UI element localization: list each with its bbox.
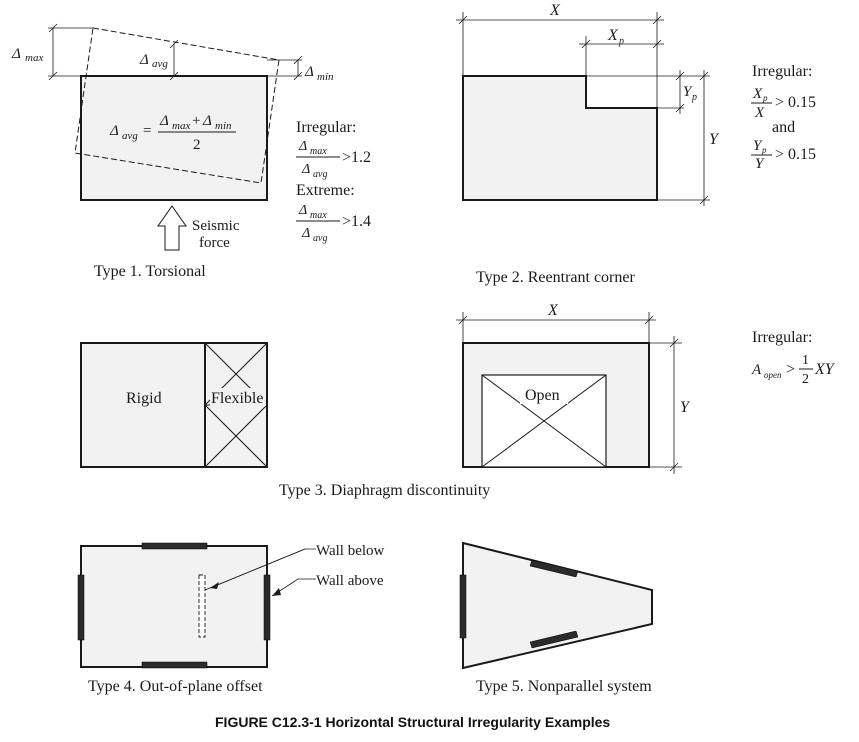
type4-offset-panel: Wall below Wall above Type 4. Out-of-pla… <box>77 542 385 695</box>
type5-wall-bottom <box>529 630 579 649</box>
type3-half-denominator: 2 <box>802 372 809 387</box>
type5-nonparallel-panel: Type 5. Nonparallel system <box>459 541 653 695</box>
formula-num-b-subscript: min <box>215 120 232 132</box>
type2-floor-plan <box>462 75 658 201</box>
type1-irr-den-subscript: avg <box>313 169 327 180</box>
type1-irregular-value: >1.2 <box>342 149 371 166</box>
type5-wall-top <box>529 559 579 578</box>
type2-reentrant-panel: X X p Y p Y Irregular: X p X > 0.15 and … <box>456 2 816 286</box>
type1-floor-plan <box>80 75 268 201</box>
type3-diaphragm-panel: Rigid Flexible Open X Y Irregular: A ope… <box>80 302 836 499</box>
type2-ratio2-value: > 0.15 <box>775 146 816 163</box>
type4-wall-bottom <box>141 661 208 669</box>
type2-ratio2-num-subscript: p <box>761 145 767 155</box>
type4-wall-above-label: Wall above <box>316 573 384 589</box>
type1-ext-num-symbol: Δ <box>298 203 307 218</box>
formula-num-b-symbol: Δ <box>202 113 212 129</box>
delta-avg-symbol: Δ <box>139 52 149 68</box>
type2-y-label: Y <box>709 131 720 148</box>
type3-xy: XY <box>814 361 836 378</box>
delta-avg-subscript: avg <box>152 58 168 70</box>
type2-irregular-label: Irregular: <box>752 63 812 80</box>
formula-lhs-symbol: Δ <box>109 123 119 139</box>
type1-extreme-label: Extreme: <box>296 182 355 199</box>
type3-rigid-label: Rigid <box>126 390 162 407</box>
type3-caption: Type 3. Diaphragm discontinuity <box>279 482 490 499</box>
type2-xp-subscript: p <box>618 36 624 47</box>
type2-ratio1-value: > 0.15 <box>775 94 816 111</box>
type4-wall-left <box>77 574 85 641</box>
type4-wall-right <box>263 574 271 641</box>
type2-ratio1-den: X <box>754 105 765 121</box>
formula-num-a-subscript: max <box>172 120 190 132</box>
type1-irregular-label: Irregular: <box>296 119 356 136</box>
type1-irr-num-subscript: max <box>310 146 327 157</box>
formula-lhs-subscript: avg <box>122 130 138 142</box>
type1-ext-den-symbol: Δ <box>301 226 310 241</box>
type2-x-label: X <box>549 2 561 19</box>
type2-yp-label: Y <box>683 84 693 100</box>
seismic-label-line2: force <box>199 235 230 251</box>
figure-caption: FIGURE C12.3-1 Horizontal Structural Irr… <box>215 714 610 730</box>
type4-wall-below-label: Wall below <box>316 543 385 559</box>
type1-caption: Type 1. Torsional <box>94 263 206 280</box>
type3-open-label: Open <box>525 387 560 404</box>
formula-num-a-symbol: Δ <box>159 113 169 129</box>
seismic-label-line1: Seismic <box>192 218 240 234</box>
type1-ext-num-subscript: max <box>310 210 327 221</box>
type3-x-label: X <box>547 302 559 319</box>
type5-wall-left <box>459 574 467 639</box>
type1-ext-den-subscript: avg <box>313 233 327 244</box>
delta-min-symbol: Δ <box>304 64 314 80</box>
type3-rigid-diaphragm <box>80 342 206 468</box>
type5-floor-plan <box>462 541 653 670</box>
formula-equals: = <box>143 123 151 139</box>
type4-wall-below-outline <box>198 574 206 638</box>
type2-yp-subscript: p <box>691 92 697 103</box>
delta-max-subscript: max <box>25 52 43 64</box>
type1-torsional-panel: Δ max Δ avg Δ min Δ avg = Δ max + Δ min … <box>11 23 371 280</box>
type2-ratio2-den: Y <box>755 156 765 172</box>
type5-caption: Type 5. Nonparallel system <box>476 678 652 695</box>
type2-caption: Type 2. Reentrant corner <box>476 269 635 286</box>
type1-irr-den-symbol: Δ <box>301 162 310 177</box>
type3-a-open-symbol: A <box>751 362 762 378</box>
type4-floor-plan <box>80 545 268 668</box>
type1-displaced-outline <box>74 27 280 184</box>
type2-ratio1-num-symbol: X <box>752 86 763 102</box>
type4-wall-top <box>141 542 208 550</box>
formula-denominator: 2 <box>193 137 201 153</box>
delta-min-subscript: min <box>317 71 334 83</box>
type3-y-label: Y <box>680 399 691 416</box>
formula-plus: + <box>192 113 200 129</box>
type3-irregular-label: Irregular: <box>752 329 812 346</box>
type3-flexible-label: Flexible <box>211 390 263 407</box>
type2-xp-label: X <box>607 27 619 44</box>
type4-caption: Type 4. Out-of-plane offset <box>88 678 263 695</box>
type3-half-numerator: 1 <box>802 353 809 368</box>
type2-and-label: and <box>772 119 795 136</box>
delta-max-symbol: Δ <box>11 46 21 62</box>
type3-gt-symbol: > <box>786 361 795 378</box>
type1-irr-num-symbol: Δ <box>298 139 307 154</box>
type3-a-open-subscript: open <box>764 370 782 380</box>
type2-ratio1-num-subscript: p <box>762 93 768 103</box>
type1-extreme-value: >1.4 <box>342 213 371 230</box>
type2-ratio2-num-symbol: Y <box>753 138 763 154</box>
seismic-force-arrow <box>157 205 187 251</box>
